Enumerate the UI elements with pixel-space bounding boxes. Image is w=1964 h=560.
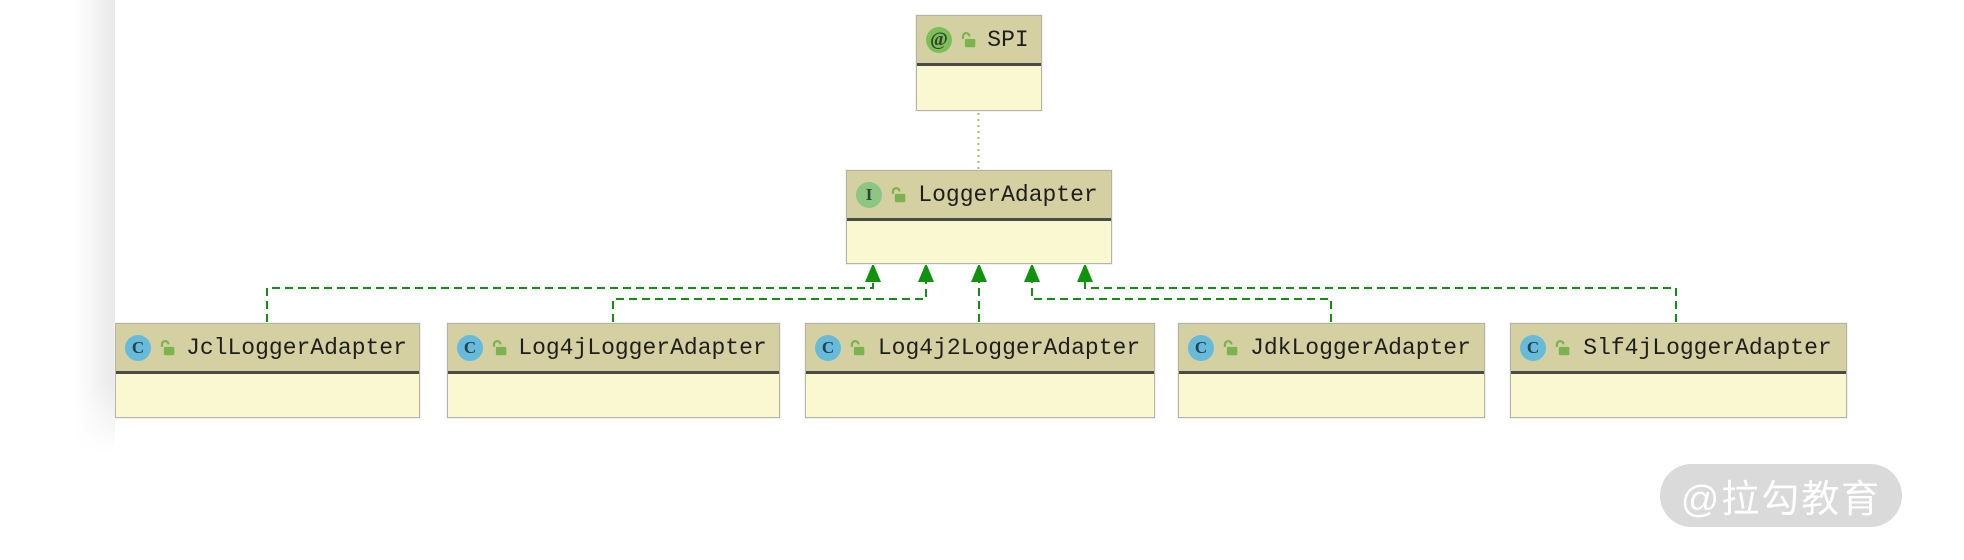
- node-body: [847, 221, 1111, 263]
- node-header: @ SPI: [917, 16, 1041, 66]
- uml-node-logger-adapter[interactable]: I LoggerAdapter: [846, 170, 1112, 264]
- node-body: [806, 374, 1154, 417]
- realization-arrowheads: [865, 263, 1093, 282]
- uml-node-slf4j-logger-adapter[interactable]: C Slf4jLoggerAdapter: [1510, 323, 1847, 418]
- interface-icon: I: [856, 181, 882, 208]
- node-header: C Log4j2LoggerAdapter: [806, 324, 1154, 374]
- uml-node-jcl-logger-adapter[interactable]: C JclLoggerAdapter: [115, 323, 420, 418]
- open-lock-icon: [1221, 339, 1239, 357]
- class-icon: C: [125, 334, 151, 361]
- edge-log4j-implements-loggeradapter: [612, 281, 927, 322]
- uml-node-log4j2-logger-adapter[interactable]: C Log4j2LoggerAdapter: [805, 323, 1155, 418]
- open-lock-icon: [490, 339, 508, 357]
- class-icon: C: [1188, 334, 1214, 361]
- open-lock-icon: [848, 339, 866, 357]
- open-lock-icon: [158, 339, 176, 357]
- node-header: C Log4jLoggerAdapter: [448, 324, 779, 374]
- open-lock-icon: [1553, 339, 1571, 357]
- node-body: [1179, 374, 1484, 417]
- uml-node-spi[interactable]: @ SPI: [916, 15, 1042, 111]
- node-name: LoggerAdapter: [918, 181, 1098, 208]
- node-name: Log4jLoggerAdapter: [518, 334, 767, 361]
- class-icon: C: [457, 334, 483, 361]
- node-body: [1511, 374, 1846, 417]
- class-icon: C: [815, 334, 841, 361]
- uml-node-jdk-logger-adapter[interactable]: C JdkLoggerAdapter: [1178, 323, 1485, 418]
- node-name: SPI: [987, 26, 1029, 53]
- watermark: @拉勾教育: [1660, 464, 1902, 527]
- node-body: [448, 374, 779, 417]
- edge-jdk-implements-loggeradapter: [1031, 281, 1332, 322]
- left-panel-edge: [75, 0, 115, 452]
- node-body: [116, 374, 419, 417]
- node-header: C JdkLoggerAdapter: [1179, 324, 1484, 374]
- class-icon: C: [1520, 334, 1546, 361]
- edge-jcl-implements-loggeradapter: [266, 281, 874, 322]
- node-header: C JclLoggerAdapter: [116, 324, 419, 374]
- open-lock-icon: [889, 186, 907, 204]
- node-name: JdkLoggerAdapter: [1250, 334, 1471, 361]
- uml-node-log4j-logger-adapter[interactable]: C Log4jLoggerAdapter: [447, 323, 780, 418]
- node-header: C Slf4jLoggerAdapter: [1511, 324, 1846, 374]
- node-name: Log4j2LoggerAdapter: [877, 334, 1141, 361]
- open-lock-icon: [959, 31, 977, 49]
- node-header: I LoggerAdapter: [847, 171, 1111, 221]
- node-name: JclLoggerAdapter: [186, 334, 407, 361]
- node-name: Slf4jLoggerAdapter: [1583, 334, 1832, 361]
- edge-slf4j-implements-loggeradapter: [1084, 281, 1677, 322]
- node-body: [917, 66, 1041, 110]
- annotation-icon: @: [926, 26, 952, 53]
